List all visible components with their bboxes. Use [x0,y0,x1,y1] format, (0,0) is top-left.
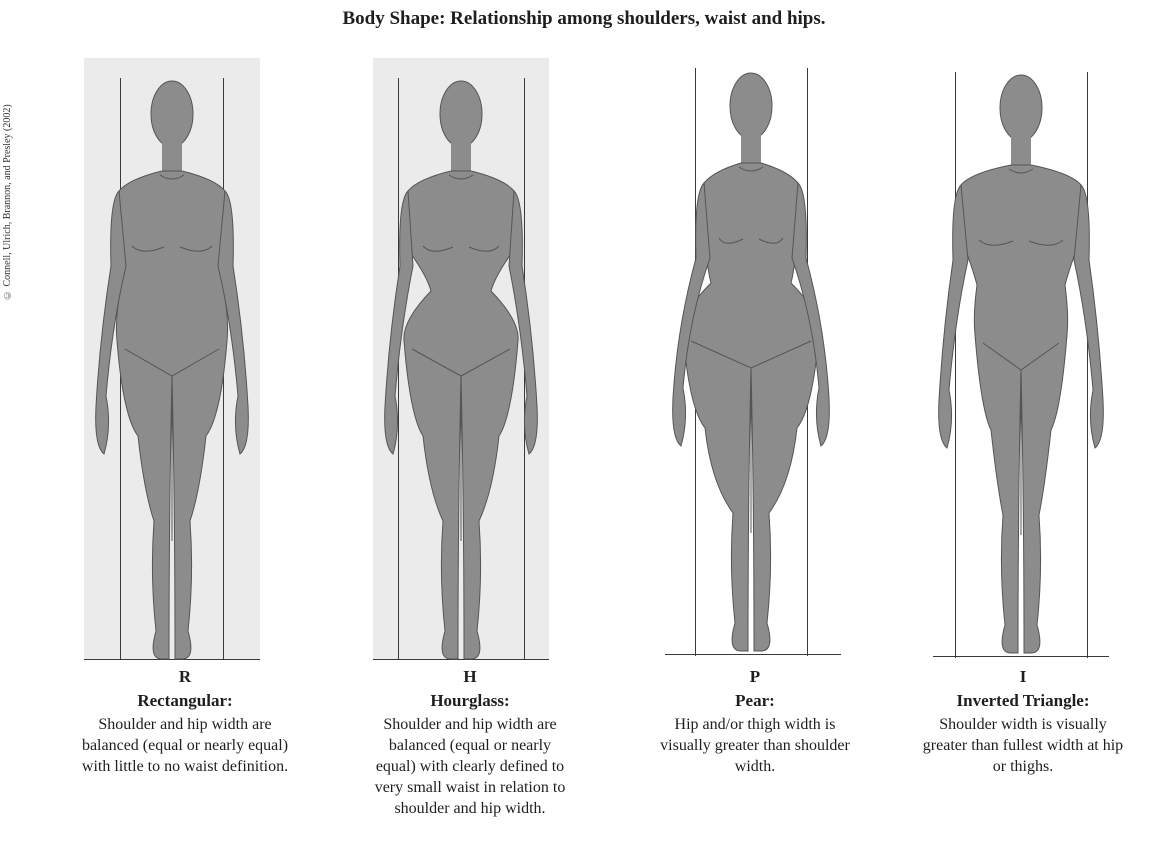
shape-code: P [615,666,895,688]
description-line: visually greater than shoulder [615,735,895,756]
description-line: shoulder and hip width. [330,798,610,819]
shape-name: Rectangular: [40,688,330,714]
shape-name: Pear: [615,688,895,714]
left-arm-shape [939,185,968,448]
description-line: very small waist in relation to [330,777,610,798]
shape-description: Shoulder and hip width are balanced (equ… [40,714,330,777]
figure-panel-rectangular [84,58,260,660]
description-line: balanced (equal or nearly [330,735,610,756]
description-line: Shoulder and hip width are [40,714,330,735]
caption-hourglass: H Hourglass: Shoulder and hip width are … [330,666,610,819]
right-arm-shape [1074,185,1103,448]
body-figure-hourglass [373,58,549,660]
figure-panel-inverted-triangle [933,58,1109,658]
shape-name: Hourglass: [330,688,610,714]
body-figure-pear [665,58,841,656]
description-line: or thighs. [880,756,1166,777]
shape-description: Hip and/or thigh width is visually great… [615,714,895,777]
description-line: equal) with clearly defined to [330,756,610,777]
description-line: greater than fullest width at hip [880,735,1166,756]
description-line: Shoulder and hip width are [330,714,610,735]
head-shape [440,81,482,147]
description-line: width. [615,756,895,777]
caption-inverted-triangle: I Inverted Triangle: Shoulder width is v… [880,666,1166,777]
description-line: Shoulder width is visually [880,714,1166,735]
figure-panel-hourglass [373,58,549,660]
description-line: balanced (equal or nearly equal) [40,735,330,756]
head-shape [1000,75,1042,141]
head-shape [151,81,193,147]
page-title: Body Shape: Relationship among shoulders… [0,8,1168,30]
copyright-note: © Connell, Ulrich, Brannon, and Presley … [2,60,20,300]
description-line: with little to no waist definition. [40,756,330,777]
shape-code: R [40,666,330,688]
shape-description: Shoulder width is visually greater than … [880,714,1166,777]
shape-name: Inverted Triangle: [880,688,1166,714]
figure-panel-pear [665,58,841,656]
body-figure-rectangular [84,58,260,660]
caption-pear: P Pear: Hip and/or thigh width is visual… [615,666,895,777]
body-figure-inverted-triangle [933,58,1109,658]
description-line: Hip and/or thigh width is [615,714,895,735]
head-shape [730,73,772,139]
shape-code: I [880,666,1166,688]
shape-description: Shoulder and hip width are balanced (equ… [330,714,610,819]
caption-rectangular: R Rectangular: Shoulder and hip width ar… [40,666,330,777]
shape-code: H [330,666,610,688]
